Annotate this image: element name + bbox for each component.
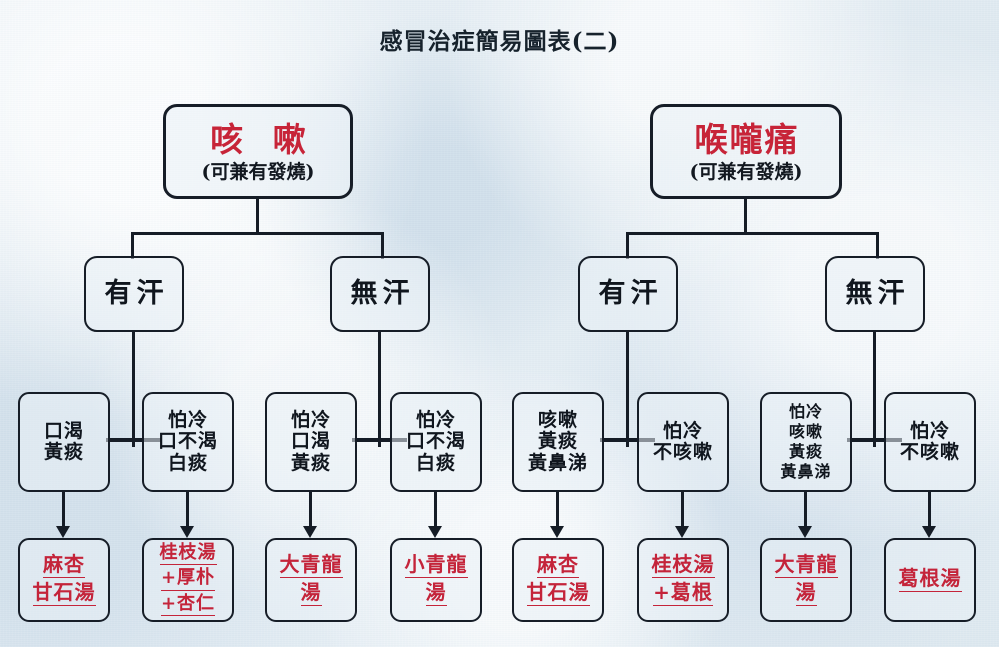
arrow-shaft-2	[186, 492, 189, 530]
connector-sweat-stem-2	[378, 332, 381, 447]
arrow-head-4	[428, 526, 442, 538]
symptom-line: 怕冷	[788, 402, 823, 421]
arrow-head-6	[675, 526, 689, 538]
arrow-head-7	[798, 526, 812, 538]
symptom-node-1: 口渴 黃痰	[18, 392, 110, 492]
symptom-line: 黃痰	[537, 430, 578, 453]
connector-sweat-bar-2	[352, 438, 407, 442]
symptom-line: 不咳嗽	[652, 441, 713, 463]
root-label-main: 喉嚨痛	[694, 120, 800, 160]
symptom-line: 口不渴	[405, 430, 466, 453]
prescription-line: 桂枝湯	[159, 542, 217, 566]
symptom-line: 怕冷	[662, 419, 703, 442]
sweat-node-3: 有汗	[578, 256, 678, 332]
connector-root-drop-right-2	[876, 232, 879, 259]
symptom-node-5: 咳嗽 黃痰 黃鼻涕	[512, 392, 604, 492]
symptom-node-4: 怕冷 口不渴 白痰	[390, 392, 482, 492]
prescription-line: 大青龍	[774, 552, 838, 578]
prescription-node-5: 麻杏 甘石湯	[512, 538, 604, 622]
prescription-line: 葛根湯	[898, 566, 962, 592]
connector-sweat-stem-1	[132, 332, 135, 447]
prescription-line: 甘石湯	[32, 580, 96, 606]
symptom-line: 口渴	[43, 419, 84, 442]
symptom-line: 口渴	[290, 430, 331, 453]
arrow-head-8	[922, 526, 936, 538]
symptom-line: 黃痰	[290, 451, 331, 474]
prescription-line: +厚朴	[160, 567, 216, 591]
root-label-sub: (可兼有發燒)	[201, 160, 315, 183]
sweat-node-1: 有汗	[84, 256, 184, 332]
connector-root-drop-left-1	[131, 232, 134, 259]
symptom-line: 咳嗽	[788, 422, 823, 441]
arrow-head-5	[550, 526, 564, 538]
arrow-head-3	[303, 526, 317, 538]
prescription-line: 小青龍	[404, 552, 468, 578]
prescription-line: 大青龍	[279, 552, 343, 578]
symptom-node-8: 怕冷 不咳嗽	[884, 392, 976, 492]
root-node-sore-throat: 喉嚨痛 (可兼有發燒)	[650, 104, 842, 199]
sweat-node-4: 無汗	[825, 256, 925, 332]
arrow-head-2	[180, 526, 194, 538]
connector-sweat-bar-3	[600, 438, 655, 442]
prescription-line: 甘石湯	[526, 580, 590, 606]
sweat-node-2: 無汗	[330, 256, 430, 332]
prescription-line: 桂枝湯	[651, 552, 715, 578]
symptom-line: 白痰	[167, 451, 208, 474]
prescription-line: 湯	[300, 580, 322, 606]
symptom-node-3: 怕冷 口渴 黃痰	[265, 392, 357, 492]
prescription-line: 湯	[795, 580, 817, 606]
symptom-node-2: 怕冷 口不渴 白痰	[142, 392, 234, 492]
symptom-line: 怕冷	[909, 419, 950, 442]
prescription-line: +杏仁	[160, 593, 216, 617]
prescription-line: +葛根	[653, 580, 713, 606]
prescription-node-8: 葛根湯	[884, 538, 976, 622]
connector-root-drop-right-1	[626, 232, 629, 259]
connector-sweat-stem-4	[873, 332, 876, 447]
connector-root-stem-right	[744, 199, 747, 234]
prescription-node-4: 小青龍 湯	[390, 538, 482, 622]
prescription-line: 湯	[425, 580, 447, 606]
prescription-line: 麻杏	[537, 552, 579, 578]
connector-root-bar-left	[131, 232, 384, 235]
prescription-node-1: 麻杏 甘石湯	[18, 538, 110, 622]
arrow-shaft-8	[928, 492, 931, 530]
root-label-sub: (可兼有發燒)	[689, 160, 803, 183]
symptom-line: 黃痰	[788, 442, 823, 461]
connector-root-bar-right	[626, 232, 879, 235]
symptom-line: 口不渴	[157, 430, 218, 453]
connector-sweat-stem-3	[626, 332, 629, 447]
root-label-main: 咳 嗽	[210, 120, 315, 160]
arrow-shaft-6	[681, 492, 684, 530]
arrow-shaft-1	[62, 492, 65, 530]
symptom-line: 不咳嗽	[899, 441, 960, 463]
prescription-node-7: 大青龍 湯	[760, 538, 852, 622]
symptom-line: 怕冷	[415, 409, 456, 432]
symptom-node-7: 怕冷 咳嗽 黃痰 黃鼻涕	[760, 392, 852, 492]
connector-sweat-bar-4	[847, 438, 902, 442]
connector-root-drop-left-2	[381, 232, 384, 259]
symptom-line: 怕冷	[290, 409, 331, 432]
symptom-line: 黃痰	[43, 441, 84, 463]
symptom-line: 黃鼻涕	[780, 462, 832, 481]
symptom-line: 黃鼻涕	[527, 451, 588, 474]
prescription-node-3: 大青龍 湯	[265, 538, 357, 622]
prescription-node-2: 桂枝湯 +厚朴 +杏仁	[142, 538, 234, 622]
page-title: 感冒治症簡易圖表(二)	[379, 28, 620, 55]
connector-sweat-bar-1	[106, 438, 161, 442]
connector-root-stem-left	[256, 199, 259, 234]
prescription-line: 麻杏	[43, 552, 85, 578]
symptom-line: 咳嗽	[537, 409, 578, 432]
symptom-node-6: 怕冷 不咳嗽	[637, 392, 729, 492]
symptom-line: 白痰	[415, 451, 456, 474]
arrow-shaft-3	[309, 492, 312, 530]
arrow-head-1	[56, 526, 70, 538]
symptom-line: 怕冷	[167, 409, 208, 432]
arrow-shaft-4	[434, 492, 437, 530]
arrow-shaft-7	[804, 492, 807, 530]
root-node-cough: 咳 嗽 (可兼有發燒)	[163, 104, 353, 199]
arrow-shaft-5	[556, 492, 559, 530]
prescription-node-6: 桂枝湯 +葛根	[637, 538, 729, 622]
